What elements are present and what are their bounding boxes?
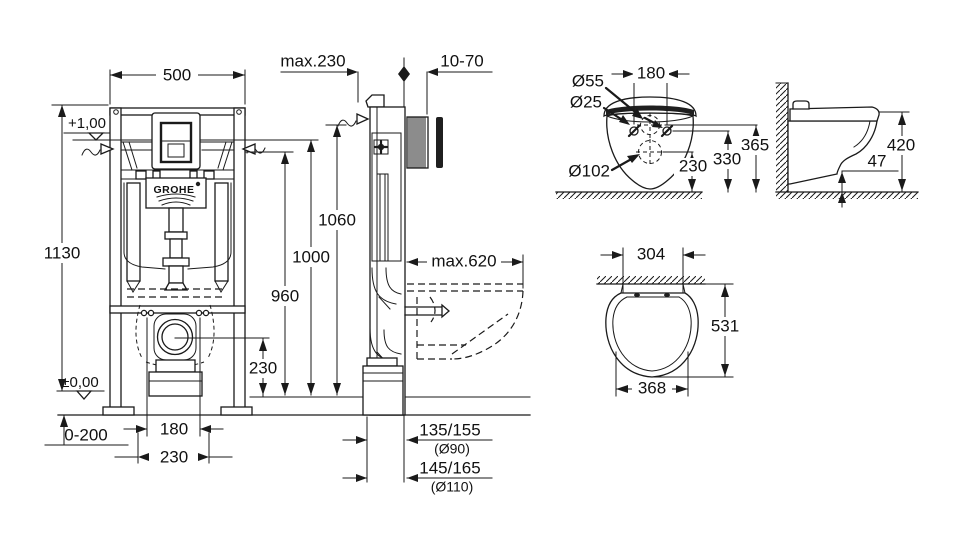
bowl-top-outline	[605, 292, 699, 378]
dim-hole-dia: Ø25	[570, 92, 602, 111]
dim-outlet-height: 230	[249, 358, 277, 377]
bowl-top-view: 304 531 368	[596, 244, 748, 398]
dim-flush-dia: Ø55	[572, 71, 604, 90]
bowl-outline-dashed	[407, 283, 524, 360]
dim-back-outlet-height: 230	[679, 156, 707, 175]
registered-mark-dot	[195, 181, 201, 187]
dim-drain-dia-110: (Ø110)	[431, 479, 474, 495]
brand-text: GROHE	[153, 184, 194, 196]
dim-width: 368	[638, 378, 666, 397]
side-connection-icon	[337, 112, 370, 127]
left-foot	[102, 406, 135, 416]
ground-hatch	[556, 192, 702, 199]
seat-profile	[789, 106, 880, 122]
frame-side-view: max.230 10-70	[280, 51, 524, 495]
dim-plate-depth: 10-70	[440, 51, 483, 70]
dim-wall-width: 304	[637, 244, 665, 263]
seat-hinge	[792, 100, 810, 110]
dim-flush-height: 365	[741, 135, 769, 154]
inlet-valve-icon	[373, 139, 389, 155]
bowl-profile-view: 420 47	[775, 82, 922, 208]
hinge-dot-left	[634, 293, 640, 297]
water-connection-left-icon	[81, 143, 153, 156]
level-marker-zero: ±0,00	[56, 374, 105, 400]
water-connection-right-icon	[201, 143, 294, 155]
dim-length: 531	[711, 316, 739, 335]
dim-frame-height: 1130	[44, 243, 81, 262]
level-marker-plus100: +1,00	[63, 115, 111, 141]
ground-hatch-profile	[776, 192, 918, 199]
outlet-bend	[135, 304, 215, 397]
dim-side-reach: max.620	[431, 251, 496, 270]
dim-frame-width: 500	[163, 65, 191, 84]
dim-hole-spacing: 180	[637, 63, 665, 82]
wall-reference-diamond-icon	[398, 66, 410, 82]
dim-install-depth: max.230	[280, 51, 345, 70]
right-foot	[220, 406, 253, 416]
hinge-dot-right	[664, 293, 670, 297]
bowl-back-view: Ø55 Ø25 Ø102 180 365 330	[555, 63, 776, 199]
wall-hatch	[776, 83, 788, 192]
flush-pipe	[162, 207, 190, 291]
dim-rod-spacing: 180	[160, 419, 188, 438]
dim-1060: 1060	[318, 210, 356, 229]
dim-drain-dia-90: (Ø90)	[434, 441, 470, 457]
flush-stub-tip	[441, 303, 450, 319]
top-bracket	[365, 94, 385, 108]
dim-hole-height: 330	[713, 149, 741, 168]
dim-outlet-dia: Ø102	[568, 161, 610, 180]
dim-1000: 1000	[292, 247, 330, 266]
bowl-profile-body	[787, 120, 878, 185]
actuation-plate	[436, 117, 443, 168]
frame-front-view: 500	[40, 64, 359, 466]
bowl-body	[606, 112, 694, 190]
wall-hatch-top	[597, 276, 705, 284]
dim-base-width: 230	[160, 447, 188, 466]
logo-waves-icon	[156, 193, 196, 206]
dim-rim-height: 420	[887, 135, 915, 154]
drain-pipe	[362, 365, 404, 416]
grohe-logo: GROHE	[145, 177, 207, 209]
dim-level-plate: +1,00	[68, 115, 106, 132]
dim-960: 960	[271, 286, 299, 305]
dim-foot-adjust: 0-200	[64, 425, 107, 444]
dim-drain-offset-90: 135/155	[419, 420, 480, 439]
dim-clearance: 47	[868, 151, 887, 170]
dim-drain-offset-110: 145/165	[419, 458, 480, 477]
dim-level-floor: ±0,00	[61, 374, 98, 391]
